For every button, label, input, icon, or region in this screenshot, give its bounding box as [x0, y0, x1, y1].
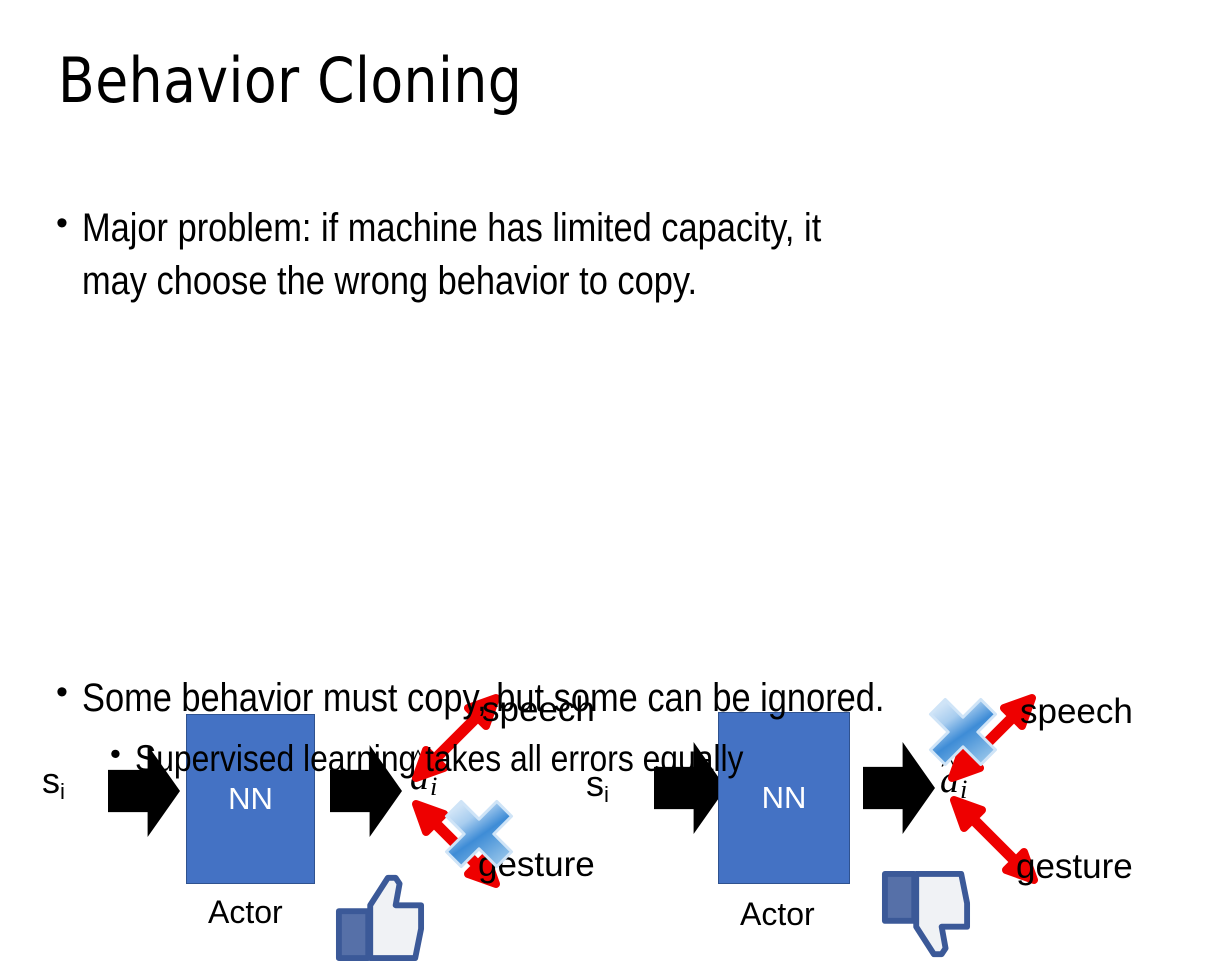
input-state-subscript-left: i — [60, 778, 65, 804]
speech-label-left: speech — [482, 690, 595, 729]
bullet-text: Some behavior must copy, but some can be… — [81, 676, 885, 720]
gesture-label-right: gesture — [1016, 847, 1133, 886]
speech-arrow-icon-left — [412, 694, 500, 782]
bullet-marker: • — [110, 736, 121, 771]
diagram-right-thumbs-down: si NN Actor ^ai speech gesture — [558, 340, 1158, 958]
nn-box-right: NN — [718, 712, 850, 884]
bullet-item-major-problem: • Major problem: if machine has limited … — [56, 202, 942, 308]
input-state-label-left: si — [42, 760, 65, 804]
nn-box-label-right: NN — [761, 780, 807, 815]
input-state-label-right: si — [586, 763, 609, 807]
actor-caption-left: Actor — [208, 894, 283, 930]
actor-caption-right: Actor — [740, 896, 815, 932]
bullet-text: Major problem: if machine has limited ca… — [81, 206, 822, 303]
cross-out-gesture-icon-left — [444, 799, 514, 869]
diagram-left-thumbs-up: si NN Actor ^ai speech gesture — [12, 340, 612, 962]
output-arrow-icon-right — [863, 742, 935, 834]
thumbs-down-icon-right — [881, 870, 971, 958]
speech-arrow-icon-right — [948, 694, 1036, 782]
bullet-text: Supervised learning takes all errors equ… — [134, 738, 744, 779]
output-action-subscript-left: i — [430, 770, 438, 801]
cross-out-speech-icon-right — [928, 697, 998, 767]
thumbs-up-icon-left — [335, 874, 425, 962]
bullet-marker: • — [56, 673, 68, 711]
gesture-arrow-icon-right — [950, 796, 1038, 884]
speech-label-right: speech — [1020, 692, 1133, 731]
page-title: Behavior Cloning — [58, 44, 523, 117]
bullet-marker: • — [56, 204, 68, 242]
nn-box-label-left: NN — [228, 781, 273, 816]
input-state-subscript-right: i — [604, 781, 609, 807]
nn-box-left: NN — [186, 714, 315, 884]
bullet-item-some-behavior: • Some behavior must copy, but some can … — [56, 672, 1015, 724]
output-action-subscript-right: i — [960, 773, 968, 804]
bullet-item-supervised-learning: • Supervised learning takes all errors e… — [110, 735, 842, 783]
